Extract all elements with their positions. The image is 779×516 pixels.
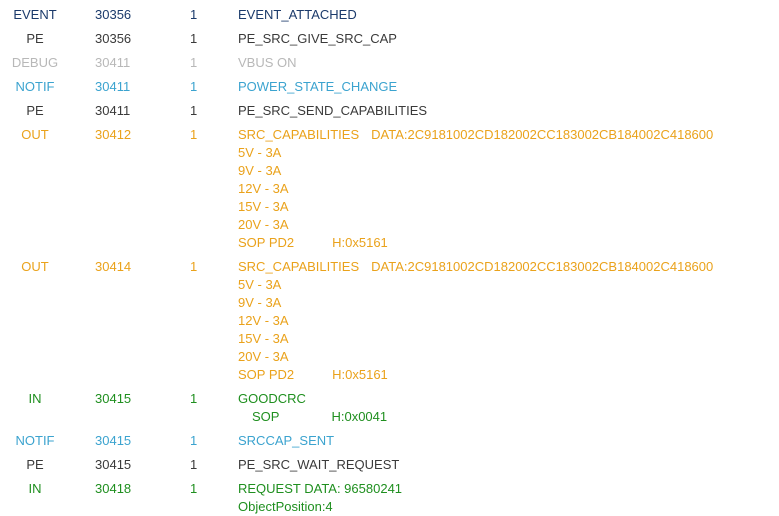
message-text: POWER_STATE_CHANGE xyxy=(238,79,398,94)
log-port: 1 xyxy=(190,7,198,22)
message-text: SRC_CAPABILITIES xyxy=(238,127,360,142)
log-message: SRCCAP_SENT xyxy=(238,432,334,450)
sop-line: SOP PD2 H:0x5161 xyxy=(238,366,713,384)
log-port: 1 xyxy=(190,433,198,448)
log-port: 1 xyxy=(190,55,198,70)
message-text: REQUEST DATA: 96580241 xyxy=(238,481,403,496)
pdo-entry: 9V - 3A xyxy=(238,163,282,178)
pdo-entry: 12V - 3A xyxy=(238,313,289,328)
log-type: EVENT xyxy=(13,7,57,22)
log-type: NOTIF xyxy=(15,79,55,94)
log-type: PE xyxy=(26,31,44,46)
log-timestamp: 30415 xyxy=(95,457,132,472)
message-text: GOODCRC xyxy=(238,391,306,406)
message-text: PE_SRC_WAIT_REQUEST xyxy=(238,457,400,472)
log-message: VBUS ON xyxy=(238,54,297,72)
log-timestamp: 30418 xyxy=(95,481,132,496)
log-message: SRC_CAPABILITIES DATA:2C9181002CD182002CC… xyxy=(238,126,713,252)
pdo-entry: 12V - 3A xyxy=(238,181,289,196)
sop-line: SOP PD2 H:0x5161 xyxy=(238,234,713,252)
log-type: PE xyxy=(26,103,44,118)
log-type: OUT xyxy=(21,127,49,142)
log-port: 1 xyxy=(190,457,198,472)
log-timestamp: 30415 xyxy=(95,433,132,448)
log-timestamp: 30356 xyxy=(95,31,132,46)
message-text: VBUS ON xyxy=(238,55,297,70)
log-port: 1 xyxy=(190,391,198,406)
log-message: POWER_STATE_CHANGE xyxy=(238,78,397,96)
sop-line: SOP H:0x0041 xyxy=(238,408,387,426)
log-message: PE_SRC_SEND_CAPABILITIES xyxy=(238,102,427,120)
pdo-entry: 5V - 3A xyxy=(238,277,282,292)
log-type: IN xyxy=(28,481,42,496)
pdo-entry: 15V - 3A xyxy=(238,331,289,346)
pdo-entry: 20V - 3A xyxy=(238,349,289,364)
sop-type: SOP xyxy=(252,409,280,424)
message-text: PE_SRC_SEND_CAPABILITIES xyxy=(238,103,428,118)
message-data: DATA:2C9181002CD182002CC183002CB184002C4… xyxy=(371,259,714,274)
message-text: PE_SRC_GIVE_SRC_CAP xyxy=(238,31,397,46)
message-header-line: SRC_CAPABILITIES DATA:2C9181002CD182002CC… xyxy=(238,126,713,144)
log-timestamp: 30415 xyxy=(95,391,132,406)
log-message: PE_SRC_GIVE_SRC_CAP xyxy=(238,30,397,48)
log-type: IN xyxy=(28,391,42,406)
log-message: PE_SRC_WAIT_REQUEST xyxy=(238,456,399,474)
log-message: SRC_CAPABILITIES DATA:2C9181002CD182002CC… xyxy=(238,258,713,384)
log-timestamp: 30411 xyxy=(95,103,131,118)
log-port: 1 xyxy=(190,481,198,496)
message-text: EVENT_ATTACHED xyxy=(238,7,357,22)
sop-type: SOP PD2 xyxy=(238,235,295,250)
log-message: EVENT_ATTACHED xyxy=(238,6,357,24)
log-type: DEBUG xyxy=(11,55,59,70)
log-type: PE xyxy=(26,457,44,472)
pdo-entry: 5V - 3A xyxy=(238,145,282,160)
pdo-entry: 20V - 3A xyxy=(238,217,289,232)
log-timestamp: 30411 xyxy=(95,55,131,70)
log-message: GOODCRC SOP H:0x0041 xyxy=(238,390,387,426)
log-timestamp: 30412 xyxy=(95,127,132,142)
message-detail: ObjectPosition:4 xyxy=(238,499,333,514)
pdo-entry: 15V - 3A xyxy=(238,199,289,214)
message-text: SRCCAP_SENT xyxy=(238,433,335,448)
log-message: REQUEST DATA: 96580241 ObjectPosition:4 xyxy=(238,480,402,516)
log-port: 1 xyxy=(190,31,198,46)
sop-type: SOP PD2 xyxy=(238,367,295,382)
log-port: 1 xyxy=(190,103,198,118)
message-header-line: SRC_CAPABILITIES DATA:2C9181002CD182002CC… xyxy=(238,258,713,276)
log-port: 1 xyxy=(190,127,198,142)
log-port: 1 xyxy=(190,259,198,274)
message-header-hex: H:0x5161 xyxy=(332,367,388,382)
log-type: NOTIF xyxy=(15,433,55,448)
message-header-hex: H:0x0041 xyxy=(331,409,388,424)
message-text: SRC_CAPABILITIES xyxy=(238,259,360,274)
message-data: DATA:2C9181002CD182002CC183002CB184002C4… xyxy=(371,127,714,142)
log-timestamp: 30356 xyxy=(95,7,132,22)
log-timestamp: 30414 xyxy=(95,259,132,274)
log-timestamp: 30411 xyxy=(95,79,131,94)
message-header-hex: H:0x5161 xyxy=(332,235,388,250)
pdo-entry: 9V - 3A xyxy=(238,295,282,310)
log-type: OUT xyxy=(21,259,49,274)
log-port: 1 xyxy=(190,79,198,94)
